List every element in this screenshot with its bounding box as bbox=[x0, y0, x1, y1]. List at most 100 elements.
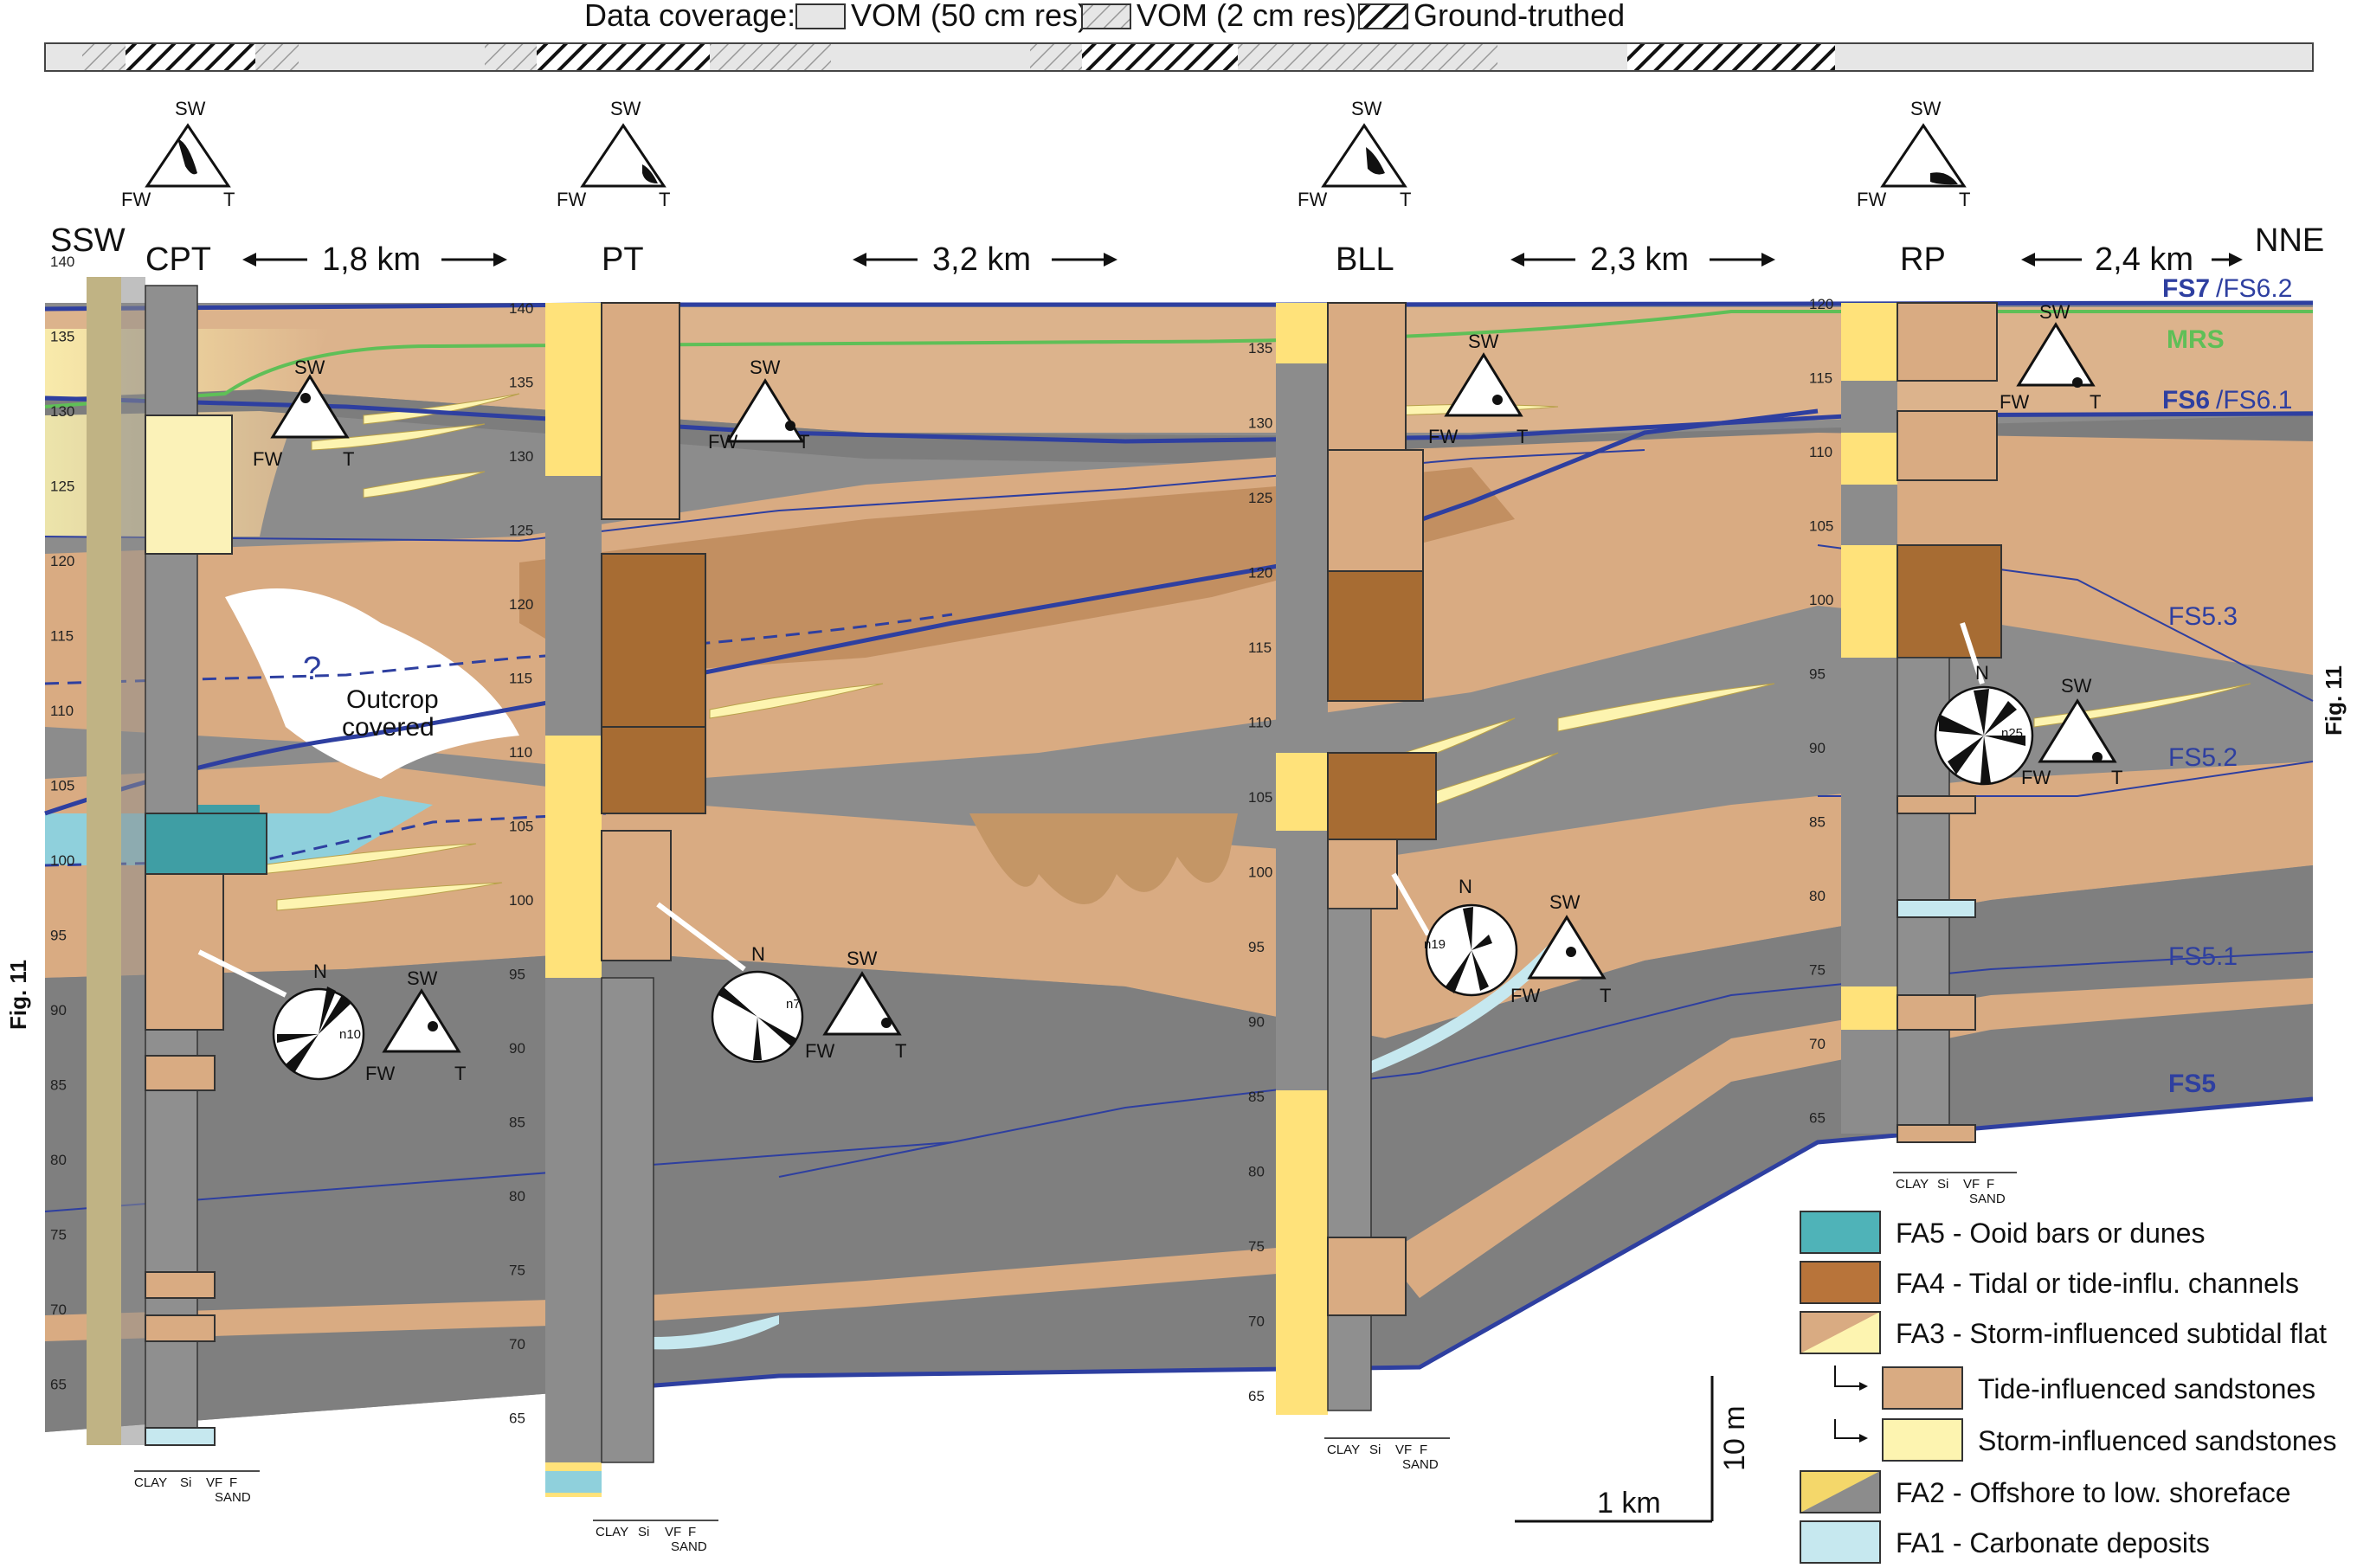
coverage-label: Data coverage: bbox=[584, 0, 795, 33]
svg-text:FW: FW bbox=[121, 189, 151, 210]
surface-label-fs51: FS5.1 bbox=[2168, 942, 2238, 971]
svg-text:VF: VF bbox=[206, 1475, 222, 1490]
section-column-bll bbox=[1276, 302, 1437, 1415]
depth-tick-pt: 75 bbox=[509, 1263, 525, 1279]
depth-tick-cpt: 120 bbox=[50, 553, 74, 569]
legend-swatch-fa1 bbox=[1800, 1520, 1881, 1564]
depth-tick-pt: 130 bbox=[509, 448, 533, 465]
svg-text:n19: n19 bbox=[1424, 937, 1446, 952]
depth-tick-rp: 120 bbox=[1809, 296, 1833, 312]
depth-tick-rp: 70 bbox=[1809, 1036, 1826, 1052]
section-name-cpt: CPT bbox=[145, 241, 211, 278]
ternary-top-bll: SW FW T bbox=[1298, 98, 1411, 210]
surface-label-fs52: FS5.2 bbox=[2168, 743, 2238, 772]
svg-text:T: T bbox=[1600, 985, 1611, 1006]
depth-tick-bll: 115 bbox=[1248, 639, 1272, 656]
depth-tick-bll: 90 bbox=[1248, 1014, 1265, 1031]
section-column-cpt bbox=[87, 277, 267, 1446]
svg-text:FW: FW bbox=[557, 189, 586, 210]
surface-label-fs7: FS7 bbox=[2162, 274, 2210, 303]
depth-tick-bll: 85 bbox=[1248, 1089, 1265, 1105]
rose-cpt: N n10 bbox=[197, 949, 365, 1081]
coverage-bar bbox=[44, 42, 2314, 72]
depth-tick-rp: 95 bbox=[1809, 666, 1826, 683]
svg-text:SW: SW bbox=[407, 967, 438, 989]
depth-tick-cpt: 65 bbox=[50, 1377, 67, 1393]
legend-label-fa5: FA5 - Ooid bars or dunes bbox=[1896, 1218, 2206, 1249]
svg-text:n10: n10 bbox=[339, 1027, 361, 1042]
depth-tick-pt: 85 bbox=[509, 1115, 525, 1131]
ternary-bll-upper: SW FW T bbox=[1428, 331, 1528, 447]
depth-tick-bll: 135 bbox=[1248, 340, 1272, 357]
depth-tick-bll: 75 bbox=[1248, 1238, 1265, 1255]
svg-text:T: T bbox=[223, 189, 235, 210]
svg-text:CLAY: CLAY bbox=[596, 1525, 628, 1539]
svg-text:Si: Si bbox=[1937, 1177, 1948, 1192]
svg-text:2,3 km: 2,3 km bbox=[1590, 241, 1689, 278]
depth-tick-pt: 80 bbox=[509, 1188, 525, 1205]
outcrop-line1: Outcrop bbox=[346, 685, 439, 714]
depth-tick-bll: 100 bbox=[1248, 864, 1272, 881]
svg-text:N: N bbox=[751, 943, 765, 965]
depth-tick-pt: 100 bbox=[509, 892, 533, 909]
svg-text:FW: FW bbox=[253, 448, 282, 470]
ternary-cpt-lower: SW FW T bbox=[365, 967, 466, 1084]
svg-text:FW: FW bbox=[1298, 189, 1327, 210]
surface-label-fs7-rest: /FS6.2 bbox=[2216, 274, 2292, 303]
depth-tick-cpt: 140 bbox=[50, 254, 74, 270]
svg-text:FW: FW bbox=[365, 1063, 395, 1084]
legend-swatch-storm bbox=[1882, 1418, 1963, 1462]
depth-tick-bll: 125 bbox=[1248, 490, 1272, 506]
svg-text:T: T bbox=[343, 448, 354, 470]
outcrop-question: ? bbox=[303, 651, 321, 687]
svg-text:VF: VF bbox=[1395, 1443, 1412, 1457]
svg-text:SAND: SAND bbox=[215, 1490, 251, 1505]
coverage-swatch-grey bbox=[795, 3, 846, 29]
svg-text:n7: n7 bbox=[786, 997, 801, 1012]
depth-tick-rp: 90 bbox=[1809, 740, 1826, 756]
surface-fs51 bbox=[778, 951, 2314, 1178]
coverage-label-vom2: VOM (2 cm res) bbox=[1137, 0, 1356, 33]
svg-text:SW: SW bbox=[1468, 331, 1499, 352]
fig-ref-right: Fig. 11 bbox=[2321, 665, 2347, 736]
surface-label-fs5: FS5 bbox=[2168, 1070, 2216, 1098]
svg-text:T: T bbox=[659, 189, 670, 210]
svg-text:F: F bbox=[1987, 1177, 1994, 1192]
svg-text:SAND: SAND bbox=[1402, 1457, 1439, 1472]
coverage-swatch-ground bbox=[1358, 3, 1408, 29]
coverage-label-vom50: VOM (50 cm res) bbox=[851, 0, 1088, 33]
scale-vertical-label: 10 m bbox=[1718, 1405, 1751, 1471]
svg-text:N: N bbox=[1459, 876, 1472, 897]
depth-ticks: 140 135 130 125 120 115 110 105 100 95 90 85 80 75 70 6… bbox=[50, 254, 1833, 1427]
depth-tick-cpt: 135 bbox=[50, 329, 74, 345]
coverage-legend: Data coverage: VOM (50 cm res) VOM (2 cm… bbox=[584, 0, 1625, 33]
depth-tick-cpt: 70 bbox=[50, 1301, 67, 1318]
svg-text:SW: SW bbox=[1910, 98, 1942, 119]
svg-text:VF: VF bbox=[1963, 1177, 1980, 1192]
svg-text:SW: SW bbox=[750, 357, 781, 378]
distance-cpt-pt: 1,8 km bbox=[242, 241, 507, 278]
distance-rp-end: 2,4 km bbox=[2021, 241, 2243, 278]
svg-text:N: N bbox=[313, 961, 327, 982]
section-name-rp: RP bbox=[1900, 241, 1946, 278]
svg-text:VF: VF bbox=[665, 1525, 681, 1539]
scale-horizontal-label: 1 km bbox=[1597, 1487, 1661, 1520]
depth-tick-rp: 110 bbox=[1809, 444, 1832, 460]
svg-text:F: F bbox=[688, 1525, 696, 1539]
depth-tick-rp: 105 bbox=[1809, 518, 1833, 535]
depth-tick-cpt: 80 bbox=[50, 1152, 67, 1168]
svg-text:1,8 km: 1,8 km bbox=[322, 241, 421, 278]
ternary-pt-upper: SW FW T bbox=[708, 357, 809, 453]
svg-text:FW: FW bbox=[2000, 391, 2029, 413]
grain-scale-rp: CLAY Si VF F SAND bbox=[1893, 1172, 2017, 1206]
coverage-label-ground: Ground-truthed bbox=[1414, 0, 1625, 33]
depth-tick-cpt: 125 bbox=[50, 479, 74, 495]
surface-fs5 bbox=[553, 1096, 2314, 1396]
svg-text:SW: SW bbox=[175, 98, 206, 119]
depth-tick-cpt: 130 bbox=[50, 403, 74, 420]
legend-swatch-tide bbox=[1882, 1366, 1963, 1410]
svg-text:FW: FW bbox=[1428, 426, 1458, 447]
svg-text:T: T bbox=[1959, 189, 1970, 210]
ternary-pt-lower: SW FW T bbox=[805, 948, 906, 1062]
